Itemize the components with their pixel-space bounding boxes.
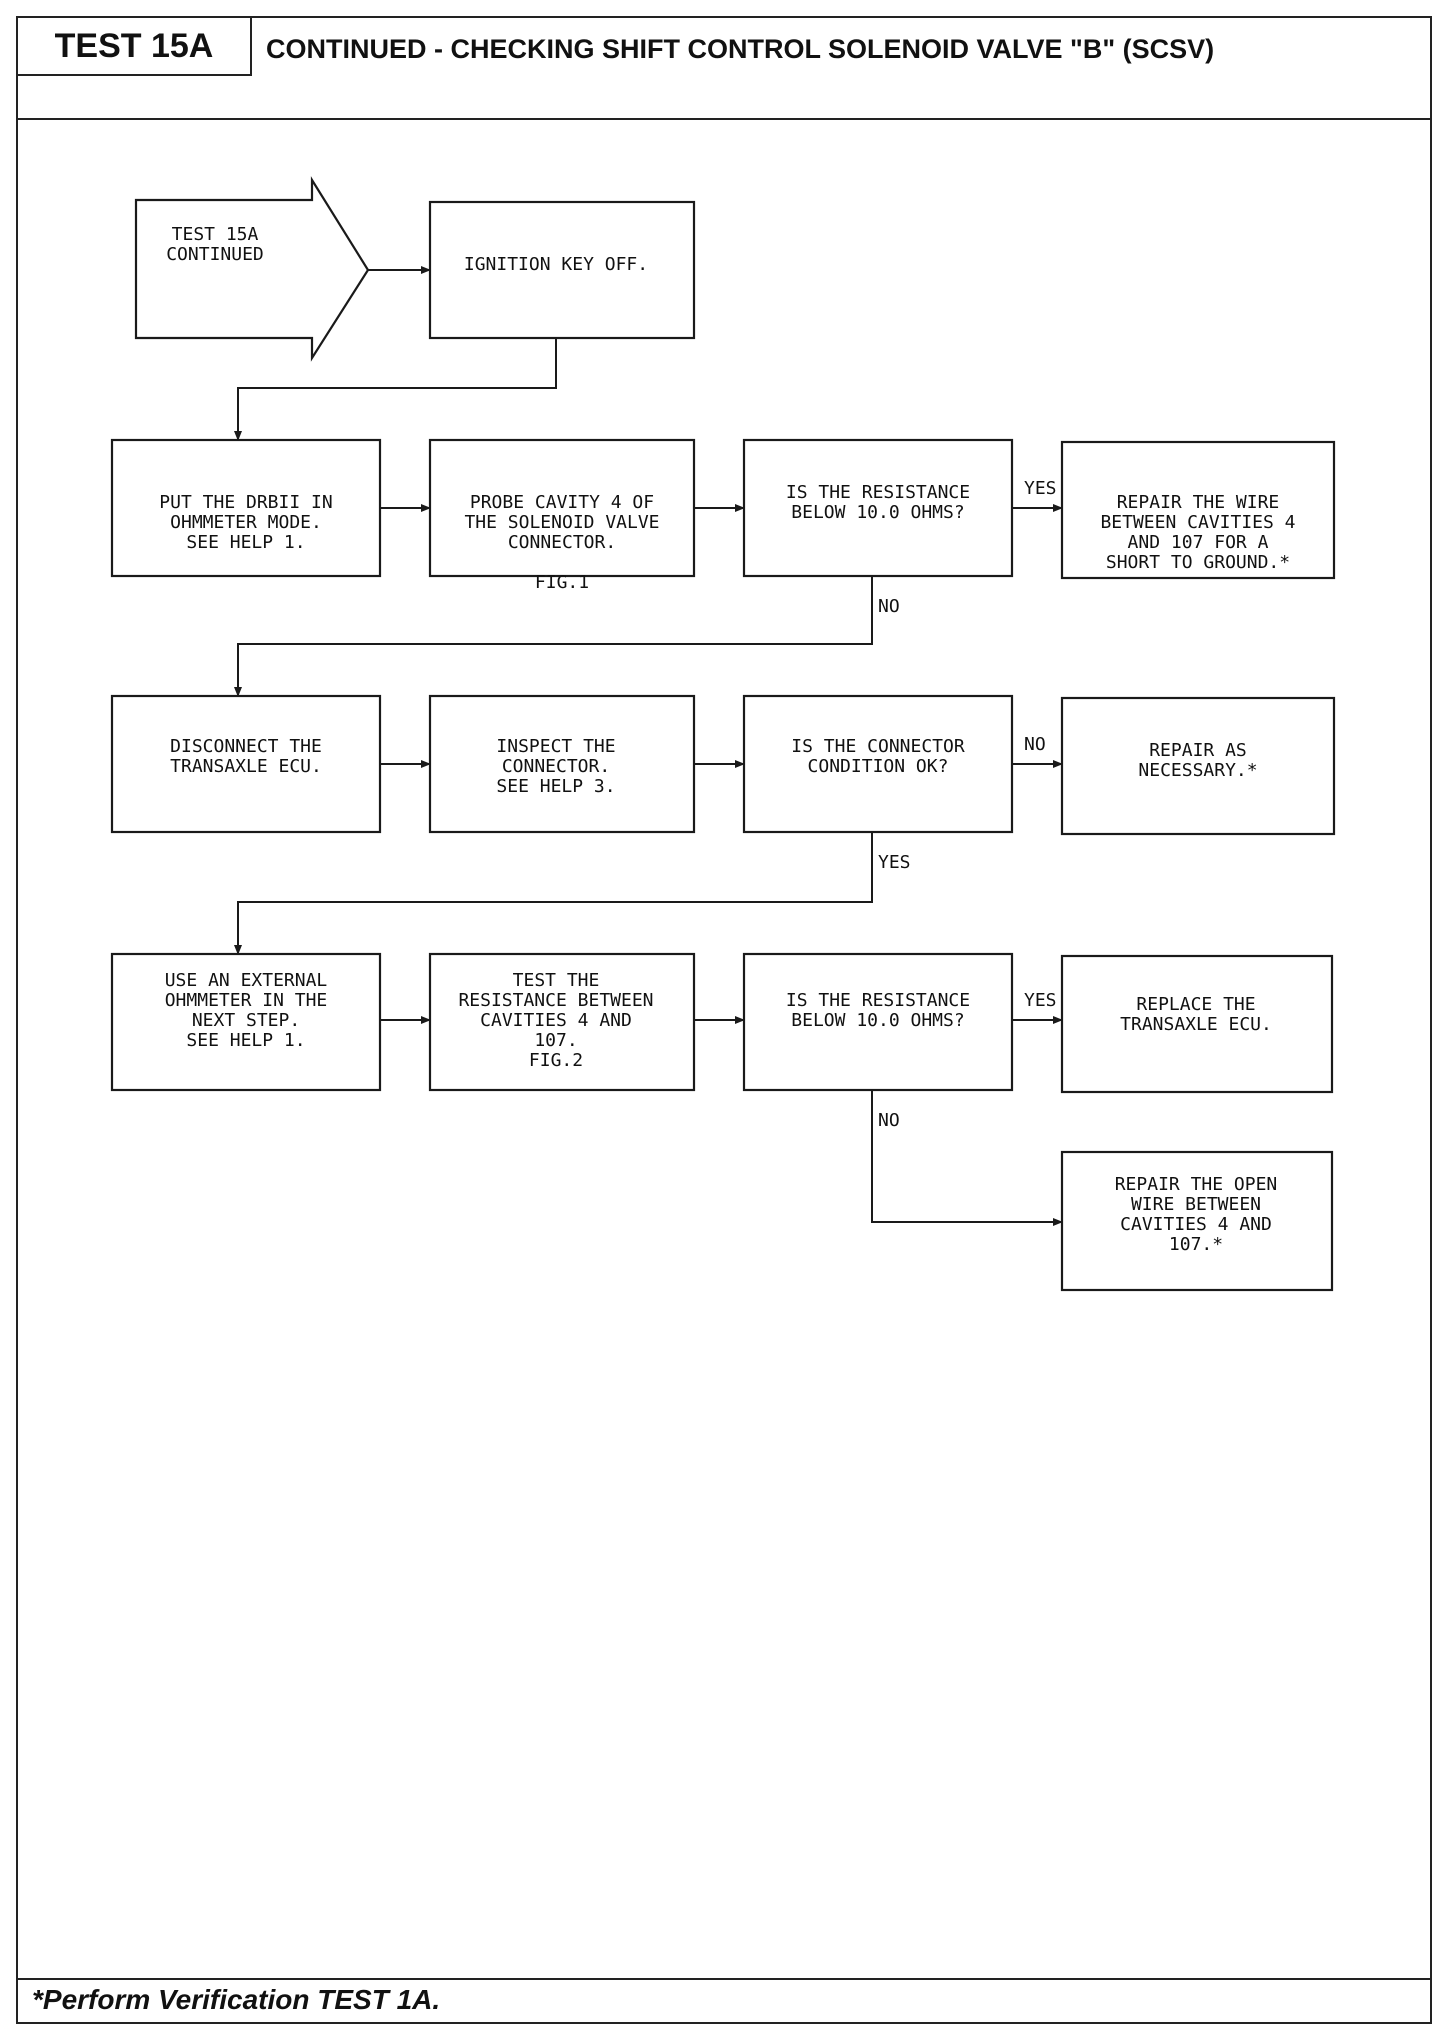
node-text-line: SHORT TO GROUND.*: [1106, 552, 1290, 573]
label-connector-no: NO: [1024, 734, 1046, 755]
node-text-line: SEE HELP 1.: [186, 1030, 305, 1051]
connector-question1-no: [234, 576, 873, 697]
ignition-off-text: IGNITION KEY OFF.: [464, 254, 648, 275]
footer-divider: [18, 1978, 1430, 1980]
external-ohmmeter-box: [110, 952, 382, 1092]
node-text-line: CAVITIES 4 AND: [1120, 1214, 1272, 1235]
node-text-line: CONNECTOR.: [502, 756, 610, 777]
node-text-line: USE AN EXTERNAL: [165, 970, 328, 991]
page-title: CONTINUED - CHECKING SHIFT CONTROL SOLEN…: [266, 34, 1215, 64]
replace-ecu-box: [1060, 954, 1334, 1094]
node-text-line: PUT THE DRBII IN: [159, 492, 332, 513]
node-text-line: BELOW 10.0 OHMS?: [791, 502, 964, 523]
label-question1-yes: YES: [1024, 478, 1057, 499]
start-arrow-shape: [134, 176, 370, 362]
repair-open-box: [1060, 1150, 1334, 1292]
node-text-line: OHMMETER IN THE: [165, 990, 328, 1011]
node-text-line: RESISTANCE BETWEEN: [458, 990, 653, 1011]
node-text-line: IS THE CONNECTOR: [791, 736, 965, 757]
page-frame: [16, 16, 1432, 2024]
repair-necessary-box: [1060, 696, 1336, 836]
test-resistance-box: [428, 952, 696, 1092]
node-text-line: 107.: [534, 1030, 577, 1051]
node-text-line: WIRE BETWEEN: [1131, 1194, 1261, 1215]
node-text-line: TRANSAXLE ECU.: [170, 756, 322, 777]
connector-question-box: [742, 694, 1014, 834]
node-text-line: 107.*: [1169, 1234, 1223, 1255]
node-text-line: AND 107 FOR A: [1128, 532, 1269, 553]
node-text-line: CONDITION OK?: [808, 756, 949, 777]
connector-connector-yes: [234, 832, 873, 955]
node-text-line: REPAIR THE OPEN: [1115, 1174, 1278, 1195]
connector-question2-no: [871, 1090, 1063, 1226]
node-text-line: DISCONNECT THE: [170, 736, 322, 757]
node-text-line: IGNITION KEY OFF.: [464, 254, 648, 275]
probe-cavity-box: [428, 438, 696, 578]
node-text-line: REPLACE THE: [1136, 994, 1255, 1015]
node-text-line: TRANSAXLE ECU.: [1120, 1014, 1272, 1035]
node-text-line: OHMMETER MODE.: [170, 512, 322, 533]
header-divider: [18, 118, 1430, 120]
node-text-line: FIG.1: [535, 572, 589, 593]
node-text-line: REPAIR THE WIRE: [1117, 492, 1280, 513]
node-text-line: TEST 15A: [172, 224, 259, 245]
node-text-line: THE SOLENOID VALVE: [464, 512, 659, 533]
node-text-line: CONNECTOR.: [508, 532, 616, 553]
disconnect-ecu-box: [110, 694, 382, 834]
repair-short-box: [1060, 440, 1336, 580]
node-text-line: IS THE RESISTANCE: [786, 482, 970, 503]
node-text-line: PROBE CAVITY 4 OF: [470, 492, 654, 513]
label-question2-yes: YES: [1024, 990, 1057, 1011]
node-text-line: INSPECT THE: [496, 736, 615, 757]
node-text-line: FIG.2: [529, 1050, 583, 1071]
node-text-line: BETWEEN CAVITIES 4: [1100, 512, 1295, 533]
ohmmeter-mode-box: [110, 438, 382, 578]
node-text-line: SEE HELP 3.: [496, 776, 615, 797]
node-text-line: IS THE RESISTANCE: [786, 990, 970, 1011]
resistance-question-2-box: [742, 952, 1014, 1092]
label-connector-yes: YES: [878, 852, 911, 873]
connector-ignition-to-row2: [234, 338, 557, 441]
node-text-line: TEST THE: [513, 970, 600, 991]
node-text-line: SEE HELP 1.: [186, 532, 305, 553]
node-text-line: CONTINUED: [166, 244, 264, 265]
node-text-line: NECESSARY.*: [1138, 760, 1257, 781]
node-text-line: BELOW 10.0 OHMS?: [791, 1010, 964, 1031]
footer-note: *Perform Verification TEST 1A.: [32, 1984, 441, 2015]
ignition-off-box: [428, 200, 696, 340]
label-question1-no: NO: [878, 596, 900, 617]
test-id-box: TEST 15A: [18, 18, 252, 76]
node-text-line: CAVITIES 4 AND: [480, 1010, 632, 1031]
node-text-line: NEXT STEP.: [192, 1010, 300, 1031]
label-question2-no: NO: [878, 1110, 900, 1131]
node-text-line: REPAIR AS: [1149, 740, 1247, 761]
